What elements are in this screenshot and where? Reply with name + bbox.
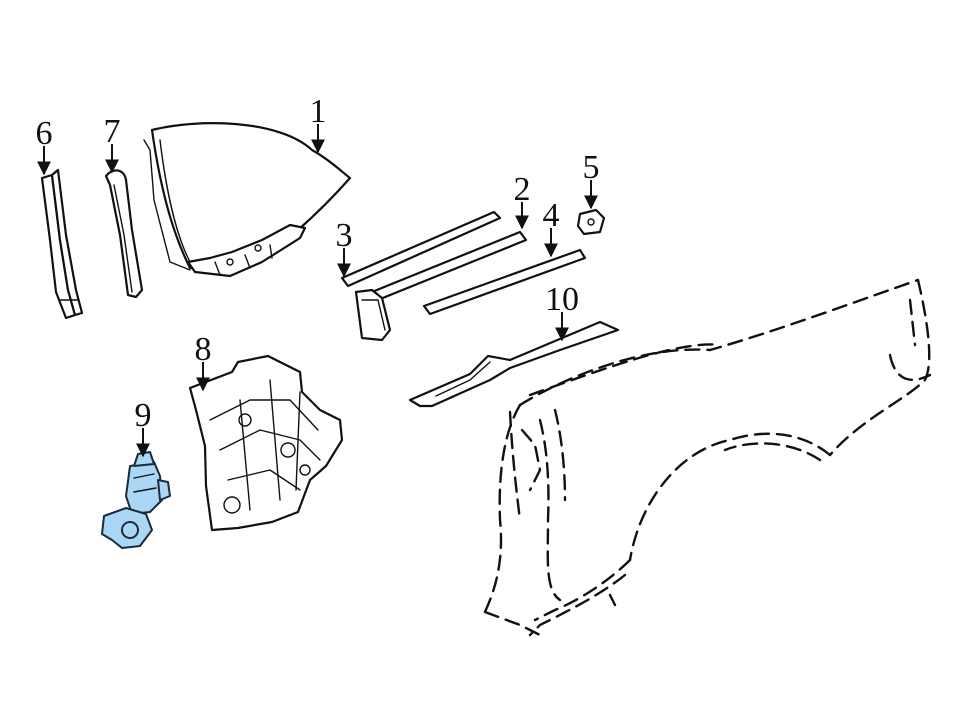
weatherstrip-front <box>104 169 144 299</box>
channel-10 <box>408 320 620 408</box>
callout-10: 10 <box>545 281 579 318</box>
callout-8: 8 <box>195 331 212 368</box>
belt-strip-4 <box>422 248 587 316</box>
callout-9: 9 <box>135 397 152 434</box>
callout-2: 2 <box>514 171 531 208</box>
window-motor <box>101 451 171 549</box>
window-motor-body <box>125 461 163 515</box>
callout-3: 3 <box>336 217 353 254</box>
callout-5: 5 <box>583 149 600 186</box>
callout-6: 6 <box>36 115 53 152</box>
callout-7: 7 <box>104 113 121 150</box>
belt-molding-2 <box>354 230 528 342</box>
window-regulator <box>188 354 344 532</box>
belt-molding-3 <box>340 210 502 288</box>
clip-5 <box>576 208 606 236</box>
quarter-panel-outline <box>483 278 932 637</box>
weatherstrip-rear <box>40 168 84 320</box>
callout-4: 4 <box>543 197 560 234</box>
callout-arrows <box>37 124 598 458</box>
callout-1: 1 <box>310 93 327 130</box>
quarter-window-glass <box>143 122 352 278</box>
callout-labels: 1 2 3 4 5 6 7 8 9 10 <box>36 93 600 434</box>
